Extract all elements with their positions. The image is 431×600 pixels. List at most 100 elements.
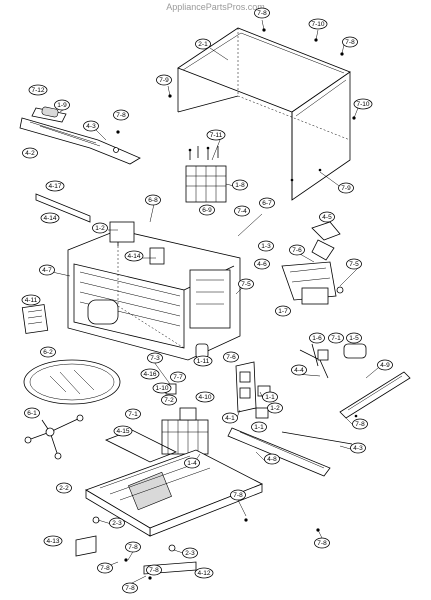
left-side-parts: [21, 193, 91, 334]
callout-oval: [113, 109, 129, 121]
callout-1-2: 1-2: [92, 222, 108, 234]
callout-7-5: 7-5: [238, 278, 254, 290]
callout-oval: [350, 442, 366, 454]
right-control-parts: [299, 343, 411, 419]
callout-text: 4-16: [143, 371, 156, 378]
callout-text: 1-4: [187, 460, 197, 467]
callout-oval: [259, 197, 275, 209]
callout-oval: [309, 332, 325, 344]
callout-oval: [308, 18, 328, 30]
callout-oval: [342, 36, 358, 48]
callout-1-11: 1-11: [193, 355, 213, 367]
callout-text: 7-4: [237, 208, 247, 215]
callout-oval: [195, 391, 215, 403]
callout-text: 1-6: [312, 335, 322, 342]
callout-1-7: 1-7: [275, 305, 291, 317]
callout-oval: [353, 98, 373, 110]
callout-oval: [264, 453, 280, 465]
callout-1-8: 1-8: [232, 179, 248, 191]
callout-1-1: 1-1: [251, 421, 267, 433]
callout-7-10: 7-10: [353, 98, 373, 110]
callout-oval: [254, 7, 270, 19]
callout-7-5: 7-5: [346, 258, 362, 270]
callout-oval: [161, 394, 177, 406]
callout-text: 7-10: [356, 101, 369, 108]
callout-7-8: 7-8: [342, 36, 358, 48]
callout-oval: [195, 38, 211, 50]
callout-4-7: 4-7: [39, 264, 55, 276]
callout-text: 7-6: [292, 247, 302, 254]
callout-7-4: 7-4: [234, 205, 250, 217]
high-voltage-transformer: [161, 343, 209, 455]
transformer-upper: [185, 146, 227, 203]
callout-oval: [206, 129, 226, 141]
callout-text: 4-9: [380, 362, 390, 369]
callout-4-3: 4-3: [350, 442, 366, 454]
callout-oval: [230, 489, 246, 501]
callout-7-8: 7-8: [230, 489, 246, 501]
callout-text: 7-11: [210, 132, 223, 139]
callout-oval: [56, 482, 72, 494]
callout-7-8: 7-8: [352, 418, 368, 430]
callout-oval: [194, 567, 214, 579]
turntable-roller: [24, 414, 84, 460]
callout-text: 4-3: [86, 123, 96, 130]
callout-oval: [346, 258, 362, 270]
callout-text: 7-8: [345, 39, 355, 46]
callout-oval: [193, 355, 213, 367]
callout-7-9: 7-9: [338, 182, 354, 194]
callout-text: 7-8: [355, 421, 365, 428]
callout-oval: [352, 418, 368, 430]
callout-oval: [156, 74, 172, 86]
callout-text: 4-10: [198, 394, 211, 401]
fan-motor-assembly: [281, 221, 344, 305]
callout-6-7: 6-7: [259, 197, 275, 209]
callout-oval: [97, 562, 113, 574]
callout-text: 1-10: [155, 385, 168, 392]
callout-text: 2-3: [112, 520, 122, 527]
callout-text: 1-2: [270, 405, 280, 412]
callout-oval: [24, 407, 40, 419]
callout-7-8: 7-8: [314, 537, 330, 549]
callout-4-16: 4-16: [140, 368, 160, 380]
callout-7-8: 7-8: [254, 7, 270, 19]
callout-7-8: 7-8: [146, 564, 162, 576]
callout-oval: [314, 537, 330, 549]
callout-7-2: 7-2: [161, 394, 177, 406]
callout-oval: [238, 278, 254, 290]
callout-text: 4-2: [25, 150, 35, 157]
callout-4-10: 4-10: [195, 391, 215, 403]
callout-6-2: 6-2: [40, 346, 56, 358]
callout-oval: [258, 240, 274, 252]
callout-1-6: 1-6: [309, 332, 325, 344]
callout-text: 1-9: [57, 102, 67, 109]
callout-oval: [262, 391, 278, 403]
callout-oval: [21, 294, 41, 306]
callout-2-1: 2-1: [195, 38, 211, 50]
callout-1-9: 1-9: [54, 99, 70, 111]
callout-oval: [43, 535, 63, 547]
callout-text: 7-5: [241, 281, 251, 288]
callout-4-14: 4-14: [40, 212, 60, 224]
callout-text: 7-9: [341, 185, 351, 192]
callout-text: 7-8: [125, 585, 135, 592]
callout-oval: [146, 564, 162, 576]
callout-text: 7-8: [149, 567, 159, 574]
callout-oval: [222, 412, 238, 424]
callout-4-12: 4-12: [194, 567, 214, 579]
callout-text: 6-1: [27, 410, 37, 417]
callout-text: 7-5: [349, 261, 359, 268]
callout-2-2: 2-2: [56, 482, 72, 494]
callout-6-8: 6-8: [145, 194, 161, 206]
callout-6-9: 6-9: [199, 204, 215, 216]
callout-text: 7-6: [226, 354, 236, 361]
callout-4-9: 4-9: [377, 359, 393, 371]
callout-oval: [328, 332, 344, 344]
callout-text: 7-8: [128, 544, 138, 551]
callout-text: 1-1: [265, 394, 275, 401]
callout-text: 4-14: [43, 215, 56, 222]
callout-text: 4-7: [42, 267, 52, 274]
door-switch-assembly: [235, 361, 271, 419]
callout-oval: [39, 264, 55, 276]
